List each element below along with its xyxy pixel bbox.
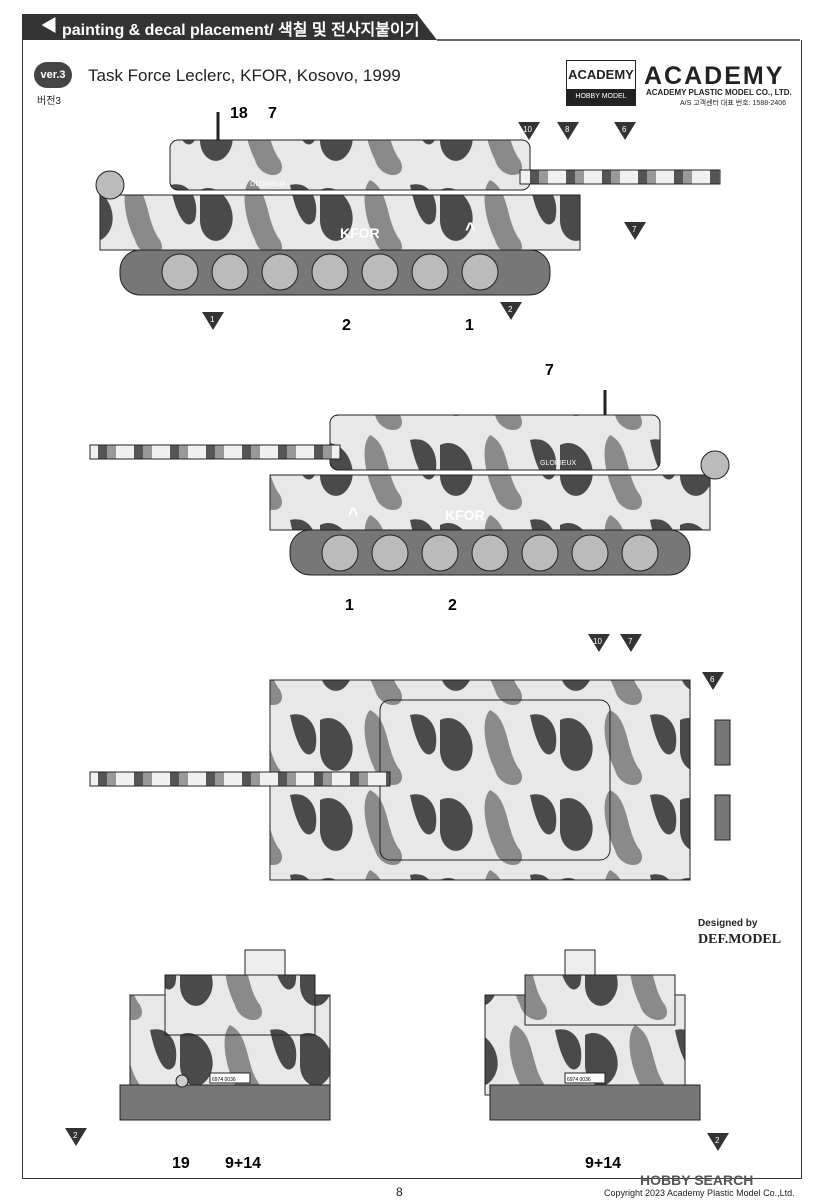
sight-box xyxy=(564,949,596,976)
marker-1: 1 xyxy=(202,312,224,330)
plate xyxy=(564,1072,606,1084)
marker-7-bottom: 7 xyxy=(624,222,646,240)
academy-logo: ACADEMY xyxy=(644,62,785,90)
tank-rear-view: 6974 0036 2 9+14 xyxy=(484,949,729,1172)
svg-text:2: 2 xyxy=(508,305,513,314)
label-1: 1 xyxy=(465,317,474,334)
label-2: 2 xyxy=(448,597,457,614)
hull-kfor: KFOR xyxy=(445,507,485,523)
label-19: 19 xyxy=(172,1155,190,1172)
svg-text:10: 10 xyxy=(523,125,532,134)
hull xyxy=(99,194,581,251)
page-number: 8 xyxy=(396,1185,403,1199)
smoke-launcher xyxy=(95,170,125,200)
marker-7: 7 xyxy=(620,634,642,652)
version-sub: 버전3 xyxy=(37,96,61,107)
road-wheels xyxy=(161,253,499,291)
gun-barrel xyxy=(519,169,721,185)
marker-10: 10 xyxy=(588,634,610,652)
front-turret xyxy=(164,974,316,1036)
marker-2-right: 2 xyxy=(707,1133,729,1151)
rear-tracks xyxy=(489,1084,701,1121)
gun-barrel xyxy=(89,771,391,787)
label-7-top: 7 xyxy=(268,105,277,122)
svg-text:6: 6 xyxy=(622,125,627,134)
rear-turret xyxy=(524,974,676,1026)
marker-2-left: 2 xyxy=(65,1128,87,1146)
turret xyxy=(329,414,661,471)
label-7: 7 xyxy=(545,362,554,379)
copyright: Copyright 2023 Academy Plastic Model Co.… xyxy=(604,1188,795,1198)
academy-box-bottom: HOBBY MODEL KITS xyxy=(567,89,635,116)
plate-text: 6974 0036 xyxy=(567,1077,591,1083)
marker-6: 6 xyxy=(702,672,724,690)
hull xyxy=(269,474,711,531)
academy-box-logo: ACADEMY HOBBY MODEL KITS xyxy=(566,60,636,116)
chevron-mark: ^ xyxy=(348,504,359,524)
marker-8: 8 xyxy=(557,122,579,140)
label-18: 18 xyxy=(230,105,248,122)
svg-text:8: 8 xyxy=(565,125,570,134)
tank-side-view-right: KFOR GLORIEUX ^ 7 1 2 xyxy=(89,362,730,614)
svg-text:1: 1 xyxy=(210,315,215,324)
marker-6: 6 xyxy=(614,122,636,140)
svg-text:10: 10 xyxy=(593,637,602,646)
tank-front-view: 6974 0036 2 2 19 9+14 xyxy=(65,949,331,1172)
gun-barrel xyxy=(89,444,341,460)
turret-top xyxy=(379,699,611,861)
label-2: 2 xyxy=(342,317,351,334)
label-9-14: 9+14 xyxy=(225,1155,261,1172)
academy-box-top: ACADEMY xyxy=(567,61,635,89)
header-banner xyxy=(22,14,437,40)
academy-company: ACADEMY PLASTIC MODEL CO., LTD. xyxy=(646,88,792,97)
plate xyxy=(209,1072,251,1084)
page-frame xyxy=(22,40,802,1179)
chevron-mark: ^ xyxy=(465,219,476,239)
tank-top-view: 10 7 6 xyxy=(89,634,731,881)
academy-service: A/S 고객센터 대표 번호: 1588-2406 xyxy=(680,100,787,107)
turret-name: GLORIEUX xyxy=(250,181,287,188)
svg-text:2: 2 xyxy=(715,1136,720,1145)
sight-box xyxy=(244,949,286,976)
decal-19-spot xyxy=(175,1074,189,1088)
rear-box-lower xyxy=(714,794,731,841)
smoke-launcher xyxy=(700,450,730,480)
hull-kfor: KFOR xyxy=(340,225,380,241)
svg-text:7: 7 xyxy=(628,637,633,646)
label-1: 1 xyxy=(345,597,354,614)
designed-by: Designed by xyxy=(698,918,758,929)
tank-side-view-left: KFOR GLORIEUX ^ 18 7 1 2 10 8 6 7 1 2 xyxy=(95,105,721,334)
scheme-title: Task Force Leclerc, KFOR, Kosovo, 1999 xyxy=(88,66,401,85)
rear-box-upper xyxy=(714,719,731,766)
hobby-search-watermark: HOBBY SEARCH xyxy=(640,1172,754,1188)
turret-name: GLORIEUX xyxy=(540,460,577,467)
marker-10: 10 xyxy=(518,122,540,140)
marker-2: 2 xyxy=(500,302,522,320)
designer-name: DEF.MODEL xyxy=(698,932,782,947)
svg-text:7: 7 xyxy=(632,225,637,234)
svg-text:2: 2 xyxy=(73,1131,78,1140)
label-9-14: 9+14 xyxy=(585,1155,621,1172)
front-tracks xyxy=(119,1084,331,1121)
svg-text:6: 6 xyxy=(710,675,715,684)
version-badge: ver.3 xyxy=(34,62,72,88)
turret xyxy=(169,139,531,191)
plate-text: 6974 0036 xyxy=(212,1077,236,1083)
road-wheels xyxy=(321,534,659,572)
header-rule xyxy=(437,39,800,41)
header-title: painting & decal placement/ 색칠 및 전사지붙이기 xyxy=(62,22,420,39)
